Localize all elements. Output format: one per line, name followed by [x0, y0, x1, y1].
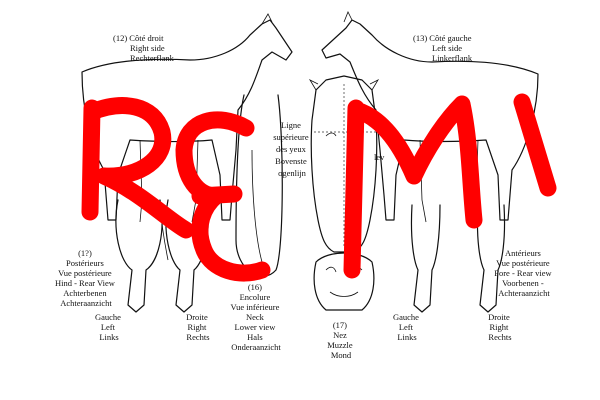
label-fore-right: Droite Right Rechts — [488, 312, 512, 342]
label-left-side: (13) Côté gauche Left side Linkerflank — [413, 33, 474, 63]
label-hind-right-line: Rechts — [186, 332, 209, 342]
label-eye-line-line: Bovenste — [275, 156, 307, 166]
overlay-letter-r — [81, 99, 101, 221]
horse-right-side-drawing — [81, 13, 293, 223]
label-hind-rear-view-line: Achterbenen — [63, 288, 107, 298]
label-hind-rear-view: (1?) Postérieurs Vue postérieure Hind - … — [55, 248, 117, 308]
label-fore-left: Gauche Left Links — [393, 312, 421, 342]
label-fore-rear-view-line: Achteraanzicht — [498, 288, 550, 298]
label-hind-rear-view-line: Postérieurs — [66, 258, 104, 268]
label-fore-left-line: Gauche — [393, 312, 419, 322]
label-eye-line-line: des yeux — [276, 144, 307, 154]
label-eye-line-line: ogenlijn — [278, 168, 307, 178]
label-muzzle-line: Mond — [331, 350, 352, 360]
overlay-letter-i — [513, 93, 557, 197]
label-fore-right-line: Droite — [488, 312, 510, 322]
label-hind-left-line: Gauche — [95, 312, 121, 322]
label-fore-rear-view-line: Vue postérieure — [496, 258, 550, 268]
label-left-side-line: Left side — [432, 43, 462, 53]
label-right-side-line: Right side — [130, 43, 165, 53]
label-hind-right-line: Right — [187, 322, 207, 332]
label-fore-left-line: Left — [399, 322, 414, 332]
label-fore-rear-view-line: Voorbenen - — [502, 278, 544, 288]
label-eye-line: Ligne supérieure des yeux Bovenste ogenl… — [273, 120, 311, 178]
label-hind-right: Droite Right Rechts — [186, 312, 210, 342]
label-hind-rear-view-line: (1?) — [78, 248, 92, 258]
label-muzzle: (17) Nez Muzzle Mond — [327, 320, 355, 360]
label-muzzle-line: (17) — [333, 320, 347, 330]
label-eye-line-line: Ligne — [281, 120, 301, 130]
label-neck-lower-view-line: Vue inférieure — [231, 302, 280, 312]
label-fore-rear-view: Antérieurs Vue postérieure Fore - Rear v… — [494, 248, 553, 298]
label-right-side-line: (12) Côté droit — [113, 33, 164, 43]
label-neck-lower-view-line: Encolure — [240, 292, 271, 302]
label-fore-rear-view-line: Fore - Rear view — [494, 268, 552, 278]
label-left-side-line: Linkerflank — [432, 53, 473, 63]
label-eye-line-fragment-line: lev — [374, 152, 385, 162]
label-hind-rear-view-line: Vue postérieure — [58, 268, 112, 278]
overlay-letter-m — [343, 99, 365, 279]
overlay-letter-r-bowl — [83, 97, 195, 239]
label-neck-lower-view-line: Lower view — [235, 322, 277, 332]
label-muzzle-line: Nez — [333, 330, 347, 340]
label-left-side-line: (13) Côté gauche — [413, 33, 472, 43]
label-hind-left-line: Left — [101, 322, 116, 332]
label-hind-left-line: Links — [99, 332, 118, 342]
label-fore-rear-view-line: Antérieurs — [505, 248, 541, 258]
label-fore-right-line: Right — [489, 322, 509, 332]
label-fore-right-line: Rechts — [488, 332, 511, 342]
label-neck-lower-view-line: Onderaanzicht — [231, 342, 281, 352]
label-neck-lower-view-line: (16) — [248, 282, 262, 292]
label-right-side-line: Rechterflank — [130, 53, 175, 63]
handwritten-remi-overlay — [81, 93, 557, 282]
label-hind-rear-view-line: Hind - Rear View — [55, 278, 116, 288]
label-eye-line-line: supérieure — [273, 132, 309, 142]
label-hind-left: Gauche Left Links — [95, 312, 123, 342]
fore-legs-rear-drawing — [410, 204, 506, 313]
label-hind-rear-view-line: Achteraanzicht — [60, 298, 112, 308]
label-eye-line-fragment: lev — [374, 152, 385, 162]
label-neck-lower-view-line: Hals — [247, 332, 263, 342]
label-neck-lower-view-line: Neck — [246, 312, 265, 322]
overlay-letter-e-bar — [191, 185, 243, 205]
overlay-letter-m-middle — [347, 95, 483, 229]
label-muzzle-line: Muzzle — [327, 340, 353, 350]
head-front-view-drawing — [308, 75, 380, 253]
label-right-side: (12) Côté droit Right side Rechterflank — [113, 33, 175, 63]
label-fore-left-line: Links — [397, 332, 416, 342]
label-neck-lower-view: (16) Encolure Vue inférieure Neck Lower … — [231, 282, 282, 352]
label-hind-right-line: Droite — [186, 312, 208, 322]
